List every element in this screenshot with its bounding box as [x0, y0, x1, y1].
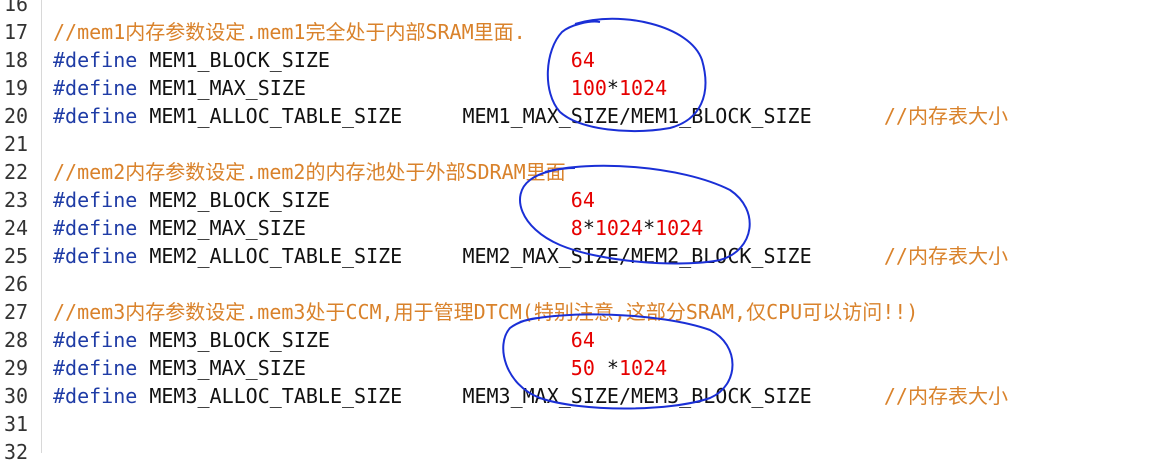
whitespace	[137, 328, 149, 352]
whitespace	[137, 384, 149, 408]
operator: *	[594, 356, 619, 380]
define-keyword: #define	[53, 356, 138, 380]
line-number: 24	[4, 216, 29, 240]
number-literal: 1024	[618, 76, 668, 100]
macro-name: MEM3_BLOCK_SIZE	[149, 328, 330, 352]
macro-name: MEM1_BLOCK_SIZE	[149, 48, 330, 72]
define-keyword: #define	[53, 384, 138, 408]
line-number: 27	[4, 300, 29, 324]
code-text: #define MEM1_ALLOC_TABLE_SIZE MEM1_MAX_S…	[53, 102, 1008, 130]
code-text: #define MEM2_MAX_SIZE 8*1024*1024	[53, 214, 703, 242]
whitespace	[306, 356, 571, 380]
whitespace	[330, 328, 571, 352]
macro-name: MEM2_ALLOC_TABLE_SIZE	[149, 244, 403, 268]
code-text: #define MEM3_MAX_SIZE 50 *1024	[53, 354, 667, 382]
operator: *	[606, 76, 619, 100]
macro-name: MEM2_MAX_SIZE	[149, 216, 306, 240]
code-comment: //内存表大小	[883, 244, 1008, 268]
number-literal: 1024	[655, 216, 704, 240]
whitespace	[137, 76, 149, 100]
code-text: #define MEM2_ALLOC_TABLE_SIZE MEM2_MAX_S…	[53, 242, 1008, 270]
define-keyword: #define	[53, 48, 138, 72]
code-comment: //内存表大小	[883, 384, 1008, 408]
number-literal: 100	[570, 76, 607, 100]
number-literal: 50	[570, 356, 595, 380]
macro-expression: MEM3_MAX_SIZE/MEM3_BLOCK_SIZE	[462, 384, 812, 408]
macro-name: MEM2_BLOCK_SIZE	[149, 188, 330, 212]
line-number: 22	[4, 160, 29, 184]
code-text: #define MEM2_BLOCK_SIZE 64	[53, 186, 595, 214]
code-text: #define MEM3_BLOCK_SIZE 64	[53, 326, 595, 354]
line-number: 21	[4, 132, 29, 156]
line-number: 26	[4, 272, 29, 296]
whitespace	[330, 188, 571, 212]
operator: *	[643, 216, 656, 240]
code-text: #define MEM1_BLOCK_SIZE 64	[53, 46, 595, 74]
whitespace	[402, 384, 462, 408]
macro-expression: MEM2_MAX_SIZE/MEM2_BLOCK_SIZE	[462, 244, 812, 268]
code-text: #define MEM1_MAX_SIZE 100*1024	[53, 74, 667, 102]
whitespace	[137, 188, 149, 212]
whitespace	[402, 104, 462, 128]
number-literal: 64	[570, 188, 595, 212]
whitespace	[812, 104, 884, 128]
code-comment: //mem1内存参数设定.mem1完全处于内部SRAM里面.	[53, 20, 526, 44]
whitespace	[306, 76, 571, 100]
code-text: #define MEM3_ALLOC_TABLE_SIZE MEM3_MAX_S…	[53, 382, 1008, 410]
whitespace	[137, 356, 149, 380]
line-number: 29	[4, 356, 29, 380]
whitespace	[137, 244, 149, 268]
line-number: 31	[4, 412, 29, 436]
line-number: 23	[4, 188, 29, 212]
line-number: 25	[4, 244, 29, 268]
define-keyword: #define	[53, 216, 138, 240]
number-literal: 1024	[594, 216, 644, 240]
line-number: 17	[4, 20, 29, 44]
code-text: //mem1内存参数设定.mem1完全处于内部SRAM里面.	[53, 18, 526, 46]
number-literal: 64	[570, 48, 595, 72]
line-number: 18	[4, 48, 29, 72]
code-text: //mem3内存参数设定.mem3处于CCM,用于管理DTCM(特别注意,这部分…	[53, 298, 918, 326]
whitespace	[137, 104, 149, 128]
number-literal: 8	[570, 216, 583, 240]
define-keyword: #define	[53, 76, 138, 100]
whitespace	[306, 216, 571, 240]
macro-name: MEM3_MAX_SIZE	[149, 356, 306, 380]
macro-name: MEM3_ALLOC_TABLE_SIZE	[149, 384, 403, 408]
line-number: 16	[4, 0, 29, 16]
whitespace	[812, 244, 884, 268]
whitespace	[330, 48, 571, 72]
line-number: 20	[4, 104, 29, 128]
line-number-gutter	[0, 0, 42, 466]
line-number: 32	[4, 440, 29, 464]
line-number: 19	[4, 76, 29, 100]
code-text: //mem2内存参数设定.mem2的内存池处于外部SDRAM里面	[53, 158, 566, 186]
whitespace	[812, 384, 884, 408]
code-comment: //mem2内存参数设定.mem2的内存池处于外部SDRAM里面	[53, 160, 566, 184]
define-keyword: #define	[53, 328, 138, 352]
whitespace	[137, 216, 149, 240]
operator: *	[582, 216, 595, 240]
define-keyword: #define	[53, 244, 138, 268]
code-comment: //内存表大小	[883, 104, 1008, 128]
number-literal: 64	[570, 328, 595, 352]
whitespace	[137, 48, 149, 72]
number-literal: 1024	[618, 356, 668, 380]
gutter-divider	[41, 0, 42, 453]
macro-name: MEM1_ALLOC_TABLE_SIZE	[149, 104, 403, 128]
macro-expression: MEM1_MAX_SIZE/MEM1_BLOCK_SIZE	[462, 104, 812, 128]
line-number: 30	[4, 384, 29, 408]
code-comment: //mem3内存参数设定.mem3处于CCM,用于管理DTCM(特别注意,这部分…	[53, 300, 919, 324]
macro-name: MEM1_MAX_SIZE	[149, 76, 306, 100]
define-keyword: #define	[53, 104, 138, 128]
whitespace	[402, 244, 462, 268]
line-number: 28	[4, 328, 29, 352]
define-keyword: #define	[53, 188, 138, 212]
